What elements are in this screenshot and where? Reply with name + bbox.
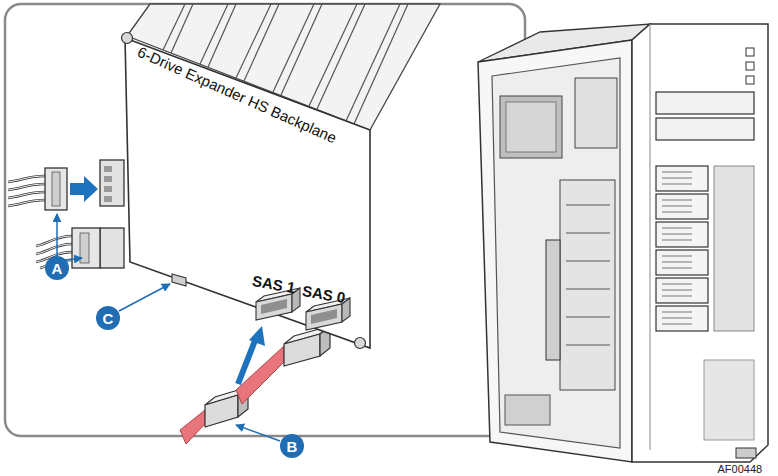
drive-rail: [208, 4, 236, 67]
hot-swap-bay: [656, 306, 708, 331]
drive-rail: [354, 4, 408, 124]
port-label: SAS 0: [301, 282, 347, 306]
receptacle-pin: [104, 186, 112, 192]
power-supply: [500, 96, 562, 158]
drive-rail: [244, 4, 279, 81]
optical-bay: [656, 92, 754, 114]
drive-rail: [273, 4, 314, 92]
drive-slot: [566, 233, 610, 234]
drive-slot: [566, 317, 610, 318]
drive-rail: [236, 4, 271, 78]
front-button: [746, 76, 754, 84]
receptacle-pin: [104, 196, 112, 202]
callout-circle: [96, 306, 120, 330]
chassis-interior: [492, 58, 620, 448]
hot-swap-bay: [656, 222, 708, 247]
power-receptacle: [100, 228, 124, 268]
sas-port: SAS 1: [252, 272, 308, 326]
power-connector: [72, 228, 100, 268]
figure-id: AF00448: [718, 463, 763, 475]
insert-arrow: [238, 338, 256, 384]
drive-rail: [171, 4, 193, 53]
drive-rail: [200, 4, 228, 64]
zoom-line: [525, 308, 549, 338]
sas-port-face: [256, 294, 292, 320]
drive-rail: [163, 4, 185, 50]
chassis-foot: [736, 448, 756, 458]
drive-rail: [317, 4, 365, 109]
drive-cage: [560, 180, 615, 390]
chassis-fan: [505, 395, 550, 425]
screw: [122, 33, 133, 44]
insert-arrow-head: [249, 326, 265, 346]
connector-latch: [52, 172, 60, 206]
callout-circle: [280, 434, 304, 458]
sas-port-face: [306, 304, 342, 330]
callout-circle: [45, 256, 69, 280]
sas-cable-connector: [284, 334, 320, 366]
power-receptacle: [100, 160, 124, 206]
drive-rail: [309, 4, 357, 106]
sas-port: SAS 0: [302, 282, 358, 336]
sas-cable-connector: [205, 395, 238, 427]
drive-slot: [566, 345, 610, 346]
hot-swap-bay: [656, 194, 708, 219]
drive-rail: [346, 4, 400, 121]
hot-swap-bay: [656, 166, 708, 191]
sas-cable-connector: [205, 387, 248, 405]
leader-line: [56, 214, 58, 256]
front-button: [746, 62, 754, 70]
callout-letter: C: [103, 310, 114, 327]
front-button: [746, 48, 754, 56]
drive-rail: [281, 4, 322, 95]
hot-swap-bay: [656, 250, 708, 275]
zoom-line: [525, 262, 549, 294]
drive-slot: [566, 261, 610, 262]
optical-cage: [575, 78, 617, 148]
power-wires: [8, 176, 45, 206]
power-connector: [45, 168, 67, 210]
chassis-side: [478, 40, 632, 462]
chassis-front: [632, 24, 768, 462]
drive-carrier-grille: [662, 172, 692, 324]
drive-slot: [566, 205, 610, 206]
leader-line: [236, 425, 280, 441]
power-wires: [8, 176, 45, 206]
backplane-board: [125, 38, 370, 348]
screw: [355, 338, 366, 349]
front-vent: [704, 360, 754, 440]
hot-swap-bay: [656, 278, 708, 303]
small-connector: [172, 274, 186, 286]
insert-arrow: [70, 176, 98, 202]
receptacle-pin: [104, 176, 112, 182]
optical-bay: [656, 118, 754, 140]
sas-cable-ribbon: [180, 410, 205, 444]
receptacle-pin: [104, 166, 112, 172]
backplane-board: 6-Drive Expander HS BackplaneSAS 1SAS 0: [120, 30, 375, 355]
callout-letter: A: [52, 260, 63, 277]
front-vent: [714, 166, 754, 331]
backplane-location: [546, 240, 560, 360]
chassis-top: [478, 24, 650, 62]
drive-slot: [566, 289, 610, 290]
inset-frame: [5, 4, 525, 436]
front-bezel-edge: [650, 24, 651, 450]
sas-cable-connector: [238, 387, 248, 417]
power-supply-fan: [506, 102, 556, 152]
sas-cable-ribbon: [236, 346, 284, 404]
leader-line: [119, 284, 170, 311]
connector-latch: [80, 233, 89, 263]
port-label: SAS 1: [251, 272, 297, 296]
leader-line: [66, 258, 82, 260]
sas-port-opening: [311, 309, 337, 324]
callout-letter: B: [287, 438, 298, 455]
sas-port-opening: [261, 299, 287, 314]
